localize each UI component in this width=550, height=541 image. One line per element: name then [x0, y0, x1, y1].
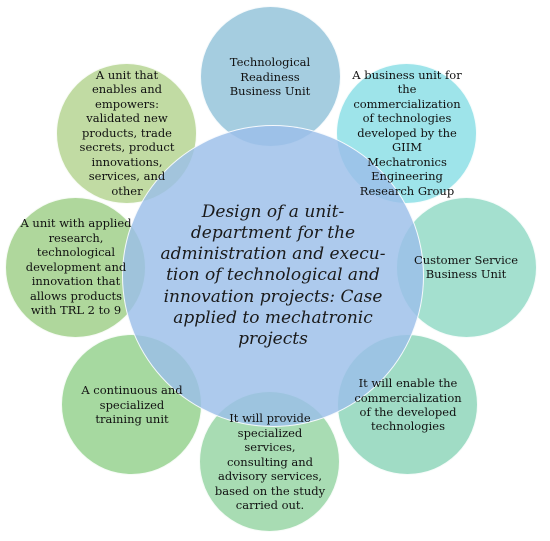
center-circle	[122, 125, 424, 427]
circle-top	[200, 6, 341, 147]
label-left: A unit with applied research, technologi…	[20, 216, 132, 318]
label-bottom-right: It will enable the commercialization of …	[354, 376, 462, 434]
label-bottom-left: A continuous and specialized training un…	[81, 383, 183, 427]
label-top-left: A unit that enables and empowers: valida…	[79, 67, 175, 198]
label-bottom: It will provide specialized services, co…	[214, 411, 326, 513]
label-right: Customer Service Business Unit	[413, 252, 519, 281]
label-top: Technological Readiness Business Unit	[229, 55, 311, 99]
center-label: Design of a unit-department for the admi…	[160, 202, 386, 349]
